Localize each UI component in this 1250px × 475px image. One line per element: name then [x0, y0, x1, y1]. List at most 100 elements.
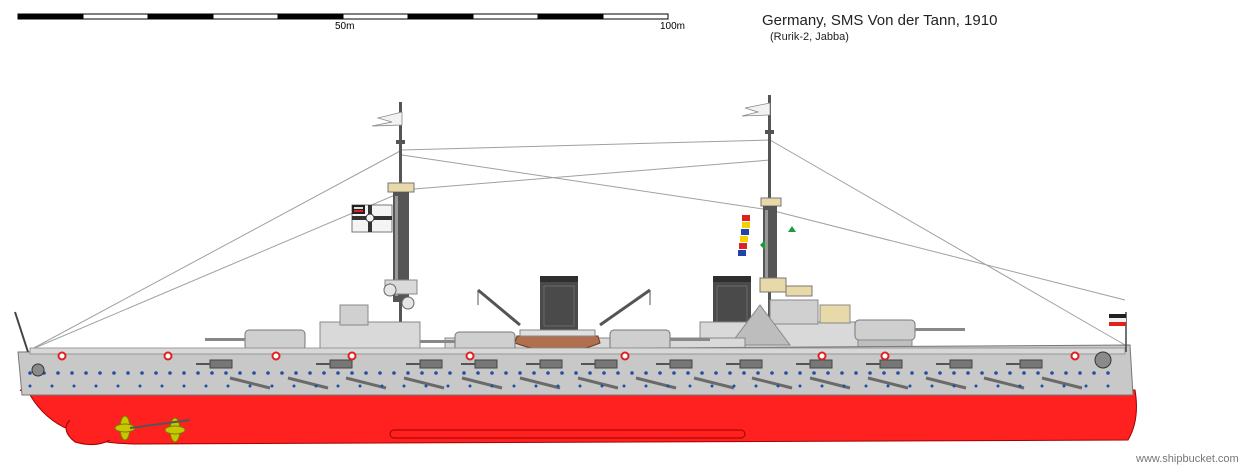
porthole — [578, 384, 582, 388]
scale-segment — [82, 13, 149, 20]
porthole — [798, 384, 802, 388]
porthole — [882, 371, 886, 375]
porthole — [756, 371, 760, 375]
porthole — [490, 371, 494, 375]
porthole — [1050, 371, 1054, 375]
gun-turret — [854, 319, 965, 351]
porthole — [630, 371, 634, 375]
life-ring — [1070, 351, 1080, 361]
net-boom — [693, 376, 735, 390]
porthole — [280, 371, 284, 375]
net-boom — [403, 376, 445, 390]
porthole — [1040, 384, 1044, 388]
porthole — [864, 384, 868, 388]
porthole — [994, 371, 998, 375]
porthole — [602, 371, 606, 375]
scale-segment — [17, 13, 84, 20]
porthole — [600, 384, 604, 388]
life-ring — [163, 351, 173, 361]
porthole — [140, 371, 144, 375]
porthole — [72, 384, 76, 388]
porthole — [112, 371, 116, 375]
porthole — [266, 371, 270, 375]
scale-segment — [537, 13, 604, 20]
porthole — [952, 371, 956, 375]
porthole — [420, 371, 424, 375]
porthole — [476, 371, 480, 375]
porthole — [1018, 384, 1022, 388]
porthole — [868, 371, 872, 375]
scale-bar — [17, 13, 669, 20]
porthole — [406, 371, 410, 375]
porthole — [308, 371, 312, 375]
porthole — [556, 384, 560, 388]
porthole — [1106, 384, 1110, 388]
porthole — [336, 384, 340, 388]
porthole — [700, 371, 704, 375]
porthole — [588, 371, 592, 375]
hull-grey-topsides — [17, 344, 1134, 396]
porthole — [270, 384, 274, 388]
porthole — [644, 384, 648, 388]
life-ring-icon — [57, 351, 1080, 361]
porthole — [812, 371, 816, 375]
porthole — [116, 384, 120, 388]
porthole — [1084, 384, 1088, 388]
porthole — [1106, 371, 1110, 375]
porthole — [252, 371, 256, 375]
net-boom — [983, 376, 1025, 390]
casemate — [1019, 359, 1043, 369]
life-ring — [817, 351, 827, 361]
porthole — [154, 371, 158, 375]
boat-cranes — [477, 288, 651, 327]
porthole — [820, 384, 824, 388]
porthole — [380, 384, 384, 388]
casemate — [594, 359, 618, 369]
imperial-flag-icon — [1109, 312, 1127, 352]
casemate — [809, 359, 833, 369]
porthole — [294, 371, 298, 375]
masthead-pennant-fore — [371, 111, 403, 127]
scale-segment — [277, 13, 344, 20]
life-ring — [620, 351, 630, 361]
porthole — [468, 384, 472, 388]
porthole — [658, 371, 662, 375]
net-boom — [461, 376, 503, 390]
rigging — [29, 139, 1126, 351]
porthole — [686, 371, 690, 375]
life-ring — [57, 351, 67, 361]
net-boom — [345, 376, 387, 390]
porthole — [754, 384, 758, 388]
net-boom — [751, 376, 793, 390]
hull-red-underwater — [19, 389, 1137, 445]
porthole — [56, 371, 60, 375]
scale-label-100m: 100m — [660, 21, 686, 32]
net-boom — [519, 376, 561, 390]
site-credit: www.shipbucket.com — [1136, 453, 1239, 465]
porthole — [512, 384, 516, 388]
porthole — [672, 371, 676, 375]
porthole — [776, 384, 780, 388]
porthole — [462, 371, 466, 375]
hull — [17, 344, 1137, 446]
porthole — [534, 384, 538, 388]
scale-segment — [212, 13, 279, 20]
drawing-title: Germany, SMS Von der Tann, 1910 — [762, 12, 998, 29]
porthole — [434, 371, 438, 375]
porthole — [714, 371, 718, 375]
porthole — [710, 384, 714, 388]
drawing-credits: (Rurik-2, Jabba) — [770, 31, 849, 43]
porthole — [532, 371, 536, 375]
scale-segment — [472, 13, 539, 20]
porthole — [424, 384, 428, 388]
porthole — [996, 384, 1000, 388]
porthole — [448, 371, 452, 375]
porthole — [924, 371, 928, 375]
casemate — [949, 359, 973, 369]
porthole — [938, 371, 942, 375]
porthole — [378, 371, 382, 375]
porthole — [94, 384, 98, 388]
casemate — [474, 359, 498, 369]
